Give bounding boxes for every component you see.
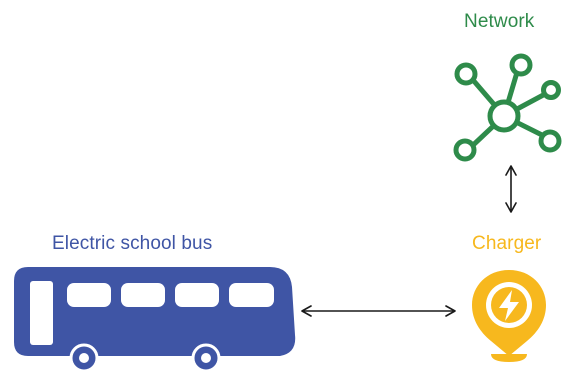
school-bus-icon bbox=[14, 267, 296, 371]
network-hub-icon bbox=[453, 53, 562, 162]
charger-label: Charger bbox=[472, 233, 542, 254]
bus-label: Electric school bus bbox=[52, 233, 213, 254]
network-label: Network bbox=[464, 11, 535, 32]
charging-location-pin-icon bbox=[472, 270, 546, 362]
